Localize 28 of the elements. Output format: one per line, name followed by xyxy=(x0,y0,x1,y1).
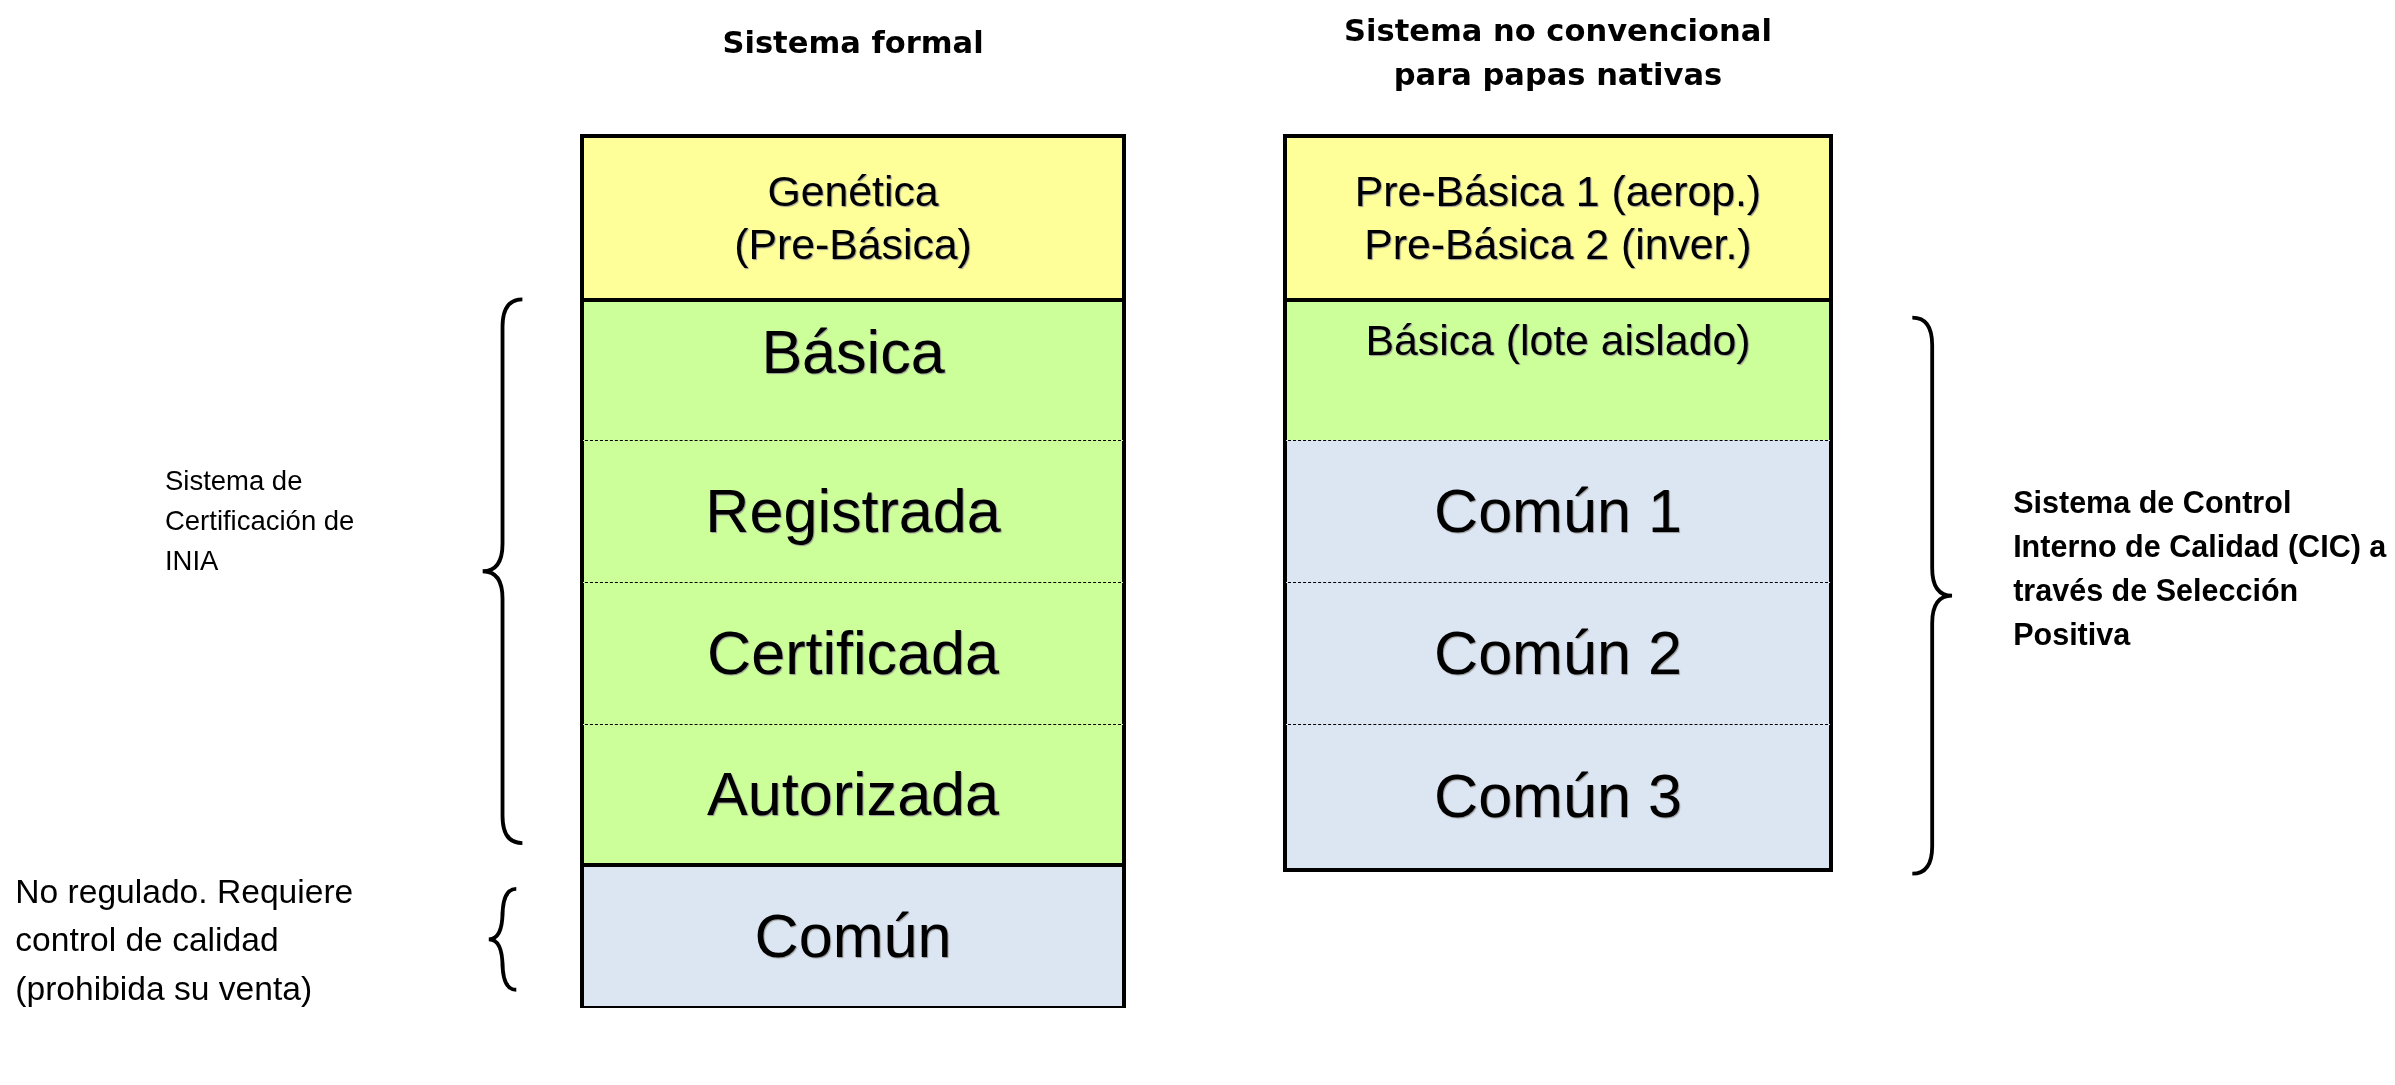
table-cell xyxy=(580,724,1126,863)
cell-text: Autorizada xyxy=(707,758,1000,830)
table-cell xyxy=(1283,134,1833,298)
cell-text: Común 3 xyxy=(1434,761,1682,833)
note-text: No regulado. Requiere control de calidad (prohibida su venta) xyxy=(15,871,355,1009)
brace-label: Sistema de Certificación de INIA xyxy=(164,464,356,579)
table-cell xyxy=(580,297,1126,440)
cell-text: Común 2 xyxy=(1434,618,1682,690)
cell-text: Pre-Básica 2 (inver.) xyxy=(1364,219,1752,271)
column-heading: Sistema formal xyxy=(721,24,985,63)
brace-label: Sistema de Control Interno de Calidad (CIC) a través de Selección Positiva xyxy=(2013,483,2388,654)
table-cell xyxy=(580,134,1126,298)
cell-text: Común 1 xyxy=(1434,476,1682,548)
cell-text: Básica xyxy=(761,317,945,389)
cell-text: Básica (lote aislado) xyxy=(1365,315,1751,367)
cell-text: Pre-Básica 1 (aerop.) xyxy=(1354,165,1762,217)
cell-text: Común xyxy=(754,901,952,973)
table-cell xyxy=(580,863,1126,1009)
table-cell xyxy=(1283,439,1833,582)
table-cell xyxy=(1283,581,1833,724)
table-cell xyxy=(1283,724,1833,873)
cell-text: Registrada xyxy=(705,476,1001,548)
column-heading: Sistema no convencional para papas nativas xyxy=(1343,12,1773,95)
cell-text: Certificada xyxy=(707,618,999,690)
cell-text: Genética (Pre-Básica) xyxy=(733,165,973,271)
table-cell xyxy=(1283,297,1833,440)
table-cell xyxy=(580,581,1126,724)
table-cell xyxy=(580,439,1126,582)
